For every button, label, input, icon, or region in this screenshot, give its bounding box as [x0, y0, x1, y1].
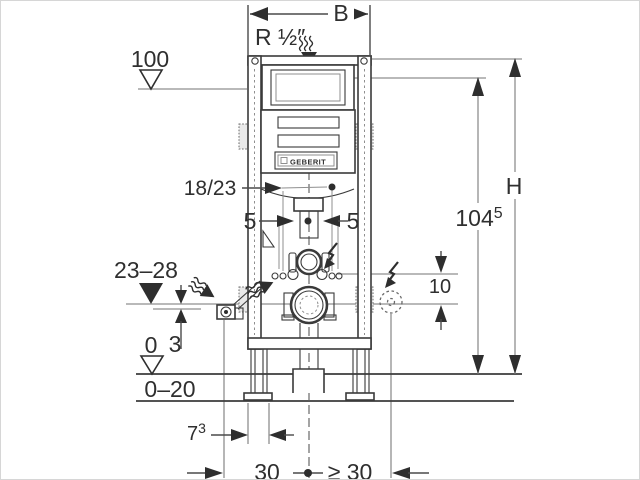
logo-plate: GEBERIT [274, 151, 338, 170]
level-marker-23-28: 23–28 [114, 257, 178, 304]
label-7-3: 73 [187, 420, 206, 445]
logo-square-icon [280, 157, 288, 164]
dimension-18-23: 18/23 [184, 177, 336, 271]
center-dot [304, 217, 312, 225]
outlet-sleeve [292, 368, 325, 393]
inspection-opening-inner [270, 69, 346, 106]
label-18-23: 18/23 [184, 177, 237, 200]
label-r-half-inch: R ½″ [255, 24, 305, 50]
level-marker-100: 100 [131, 46, 169, 91]
filled-level-triangle-icon [139, 283, 163, 304]
concealed-cistern: GEBERIT [260, 64, 356, 200]
label-0-20: 0–20 [144, 376, 195, 402]
frame-bottom-crossbar [247, 337, 372, 350]
reference-dot [328, 183, 336, 191]
corner-screw-right-icon [360, 57, 368, 65]
cistern-panel-slot [277, 116, 340, 129]
dimension-7-3: 73 [187, 420, 294, 445]
outlet-socket [289, 285, 329, 325]
label-0: 0 [145, 332, 158, 358]
flow-arrow-flush [245, 281, 274, 299]
flush-pipe-assembly [288, 197, 330, 276]
flash-callout-outer [385, 261, 399, 288]
flow-arrow-supply [188, 276, 215, 298]
label-5-left: 5 [244, 208, 257, 234]
open-level-triangle-icon [138, 69, 164, 91]
adjustable-foot-left [243, 349, 273, 401]
label-104-5: 1045 [455, 205, 502, 231]
pipe-bracket-flange [293, 197, 324, 212]
angle-bracket-icon [262, 229, 276, 248]
cistern-panel-slot [277, 134, 340, 148]
dimension-30-ge30: 30 ≥ 30 [187, 459, 429, 479]
alternate-outlet-position [379, 290, 403, 314]
center-dot [304, 469, 312, 477]
open-level-triangle-icon [139, 355, 165, 376]
frame-top-crossbar [247, 55, 372, 66]
dimension-10: 10 [429, 251, 451, 330]
flash-callout-inner [324, 242, 338, 269]
pipe-bracket-column [299, 210, 319, 239]
label-23-28: 23–28 [114, 257, 178, 283]
dimension-b: B [247, 1, 371, 55]
label-b: B [333, 1, 348, 26]
water-flow-icon [298, 35, 314, 52]
dimension-h: H [503, 58, 526, 374]
logo-text: GEBERIT [290, 158, 326, 167]
label-h: H [506, 173, 523, 199]
corner-screw-left-icon [251, 57, 259, 65]
label-5-right: 5 [347, 208, 360, 234]
label-3: 3 [169, 331, 182, 357]
fixing-hole-row [271, 268, 343, 281]
dimension-3: 3 [169, 285, 187, 357]
label-100: 100 [131, 46, 169, 72]
inspection-opening-outer [261, 64, 355, 111]
dimension-104-5: 1045 [454, 77, 503, 374]
level-marker-0: 0 [139, 332, 165, 376]
label-30: 30 [254, 459, 280, 479]
label-10: 10 [429, 276, 451, 298]
adjustable-foot-right [345, 349, 375, 401]
dimension-5-5: 5 5 [244, 208, 360, 269]
outlet-bend-assembly [281, 285, 337, 393]
label-ge-30: ≥ 30 [328, 459, 373, 479]
